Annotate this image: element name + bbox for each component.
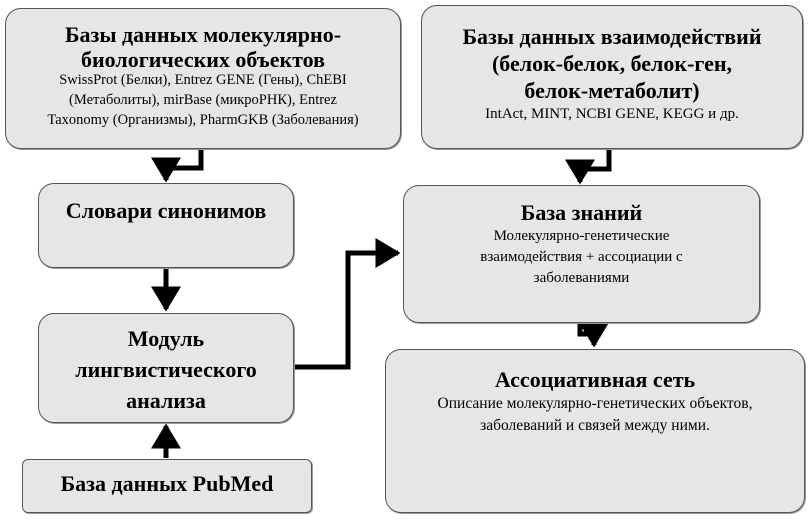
node-ling-module-title-3: анализа: [126, 388, 206, 413]
node-interaction-title-2: (белок-белок, белок-ген,: [491, 51, 733, 76]
node-ling-module: Модуль лингвистического анализа: [38, 313, 294, 423]
node-knowledge-base-title: База знаний: [520, 200, 643, 225]
node-ling-module-title-1: Модуль: [127, 326, 205, 351]
node-assoc-network-desc-1: Описание молекулярно-генетических объект…: [437, 395, 753, 412]
node-molbio-title-1: Базы данных молекулярно-: [64, 22, 342, 47]
node-knowledge-base-desc-3: заболеваниями: [533, 270, 630, 286]
edge-interaction-db-to-knowledge-base: [565, 148, 612, 185]
node-interaction-desc-1: IntAct, MINT, NCBI GENE, KEGG и др.: [485, 106, 739, 122]
node-assoc-network: Ассоциативная сеть Описание молекулярно-…: [385, 349, 805, 513]
node-pubmed-title: База данных PubMed: [60, 471, 274, 496]
node-knowledge-base-desc-2: взаимодействия + ассоциации с: [480, 249, 683, 265]
node-ling-module-title-2: лингвистического: [75, 357, 257, 382]
edge-knowledge-base-to-assoc-network: [577, 322, 609, 348]
node-pubmed: База данных PubMed: [22, 459, 312, 513]
edge-ling-module-to-knowledge-base: [294, 238, 401, 370]
node-interaction-title-3: белок-метаболит): [524, 78, 700, 103]
node-molbio-desc-1: SwissProt (Белки), Entrez GENE (Гены), C…: [59, 72, 347, 88]
node-knowledge-base-desc-1: Молекулярно-генетические: [493, 228, 670, 244]
node-molbio-desc-3: Taxonomy (Организмы), PharmGKB (Заболева…: [47, 112, 359, 128]
node-synonyms-title: Словари синонимов: [65, 198, 267, 223]
node-molbio-desc-2: (Метаболиты), mirBase (микроРНК), Entrez: [69, 92, 337, 108]
node-interaction-title-1: Базы данных взаимодействий: [462, 24, 762, 49]
node-assoc-network-title: Ассоциативная сеть: [494, 367, 696, 392]
node-knowledge-base: База знаний Молекулярно-генетические вза…: [403, 185, 760, 323]
node-interaction-databases: Базы данных взаимодействий (белок-белок,…: [421, 5, 803, 149]
node-synonyms: Словари синонимов: [38, 183, 294, 268]
node-molbio-title-2: биологических объектов: [80, 47, 326, 72]
node-molbio-databases: Базы данных молекулярно- биологических о…: [5, 8, 401, 149]
edge-molbio-to-synonyms: [151, 148, 204, 183]
node-assoc-network-desc-2: заболеваний и связей между ними.: [480, 417, 710, 434]
